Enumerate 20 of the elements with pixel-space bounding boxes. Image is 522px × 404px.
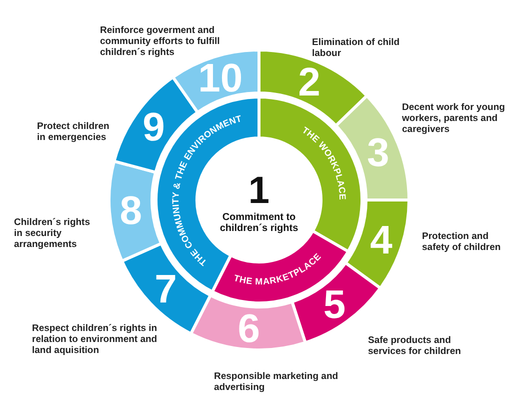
segment-number: 4	[370, 218, 392, 263]
center-number: 1	[248, 172, 270, 210]
goal-description: Elimination of child labour	[312, 38, 401, 60]
goal-description: Reinforce goverment and community efforts to fulfill children´s rights	[100, 26, 221, 59]
segment-number: 10	[198, 56, 243, 100]
segment-number: 9	[142, 105, 165, 150]
goal-description: Children´s rights in security arrangements	[14, 218, 92, 251]
segment-number: 2	[298, 60, 320, 105]
goal-description: Respect children´s rights in relation to environment and land aquisition	[32, 324, 158, 357]
goal-description: Responsible marketing and advertising	[214, 372, 340, 394]
goal-description: Safe products and services for children	[368, 336, 462, 358]
segment-number: 3	[367, 130, 390, 175]
segment-number: 7	[154, 267, 177, 312]
segment-number: 5	[323, 282, 346, 327]
segment-number: 6	[238, 307, 260, 352]
goal-description: Decent work for young workers, parents and caregivers	[402, 103, 506, 136]
goal-description: Protect children in emergencies	[37, 122, 110, 144]
segment-number: 8	[120, 189, 142, 234]
center-text: Commitment to children´s rights	[218, 212, 300, 234]
goal-description: Protection and safety of children	[422, 232, 502, 254]
